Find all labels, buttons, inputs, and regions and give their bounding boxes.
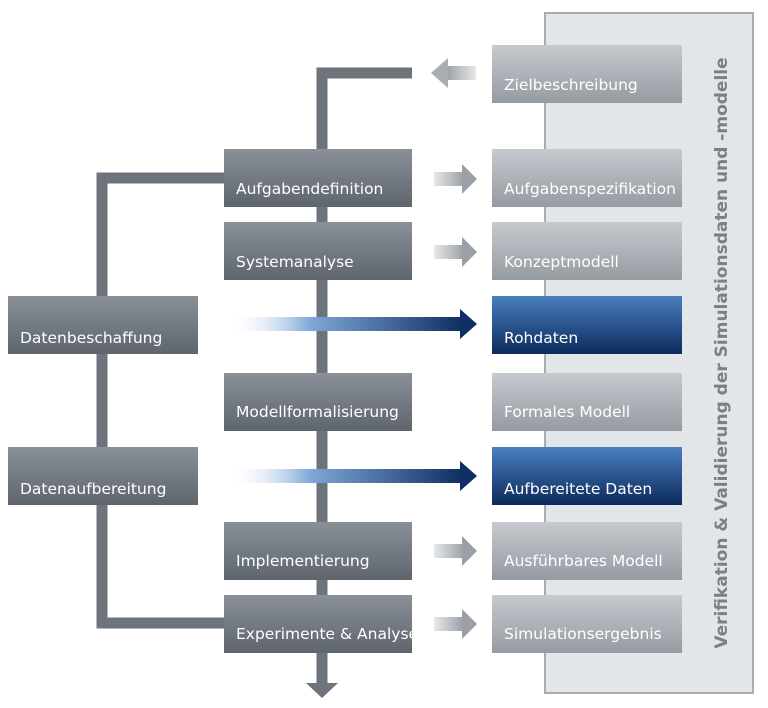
result-label: Aufbereitete Daten — [504, 480, 652, 498]
step-label: Systemanalyse — [236, 253, 354, 271]
result-label: Simulationsergebnis — [504, 625, 662, 643]
process-step-implementierung: Implementierung — [224, 522, 412, 580]
step-label: Datenaufbereitung — [20, 480, 166, 498]
result-label: Konzeptmodell — [504, 253, 619, 271]
arrow-zielbeschreibung — [431, 58, 476, 88]
result-label: Zielbeschreibung — [504, 76, 638, 94]
arrow-aufgabenspezifikation — [434, 164, 477, 194]
step-label: Datenbeschaffung — [20, 329, 162, 347]
arrow-rohdaten — [228, 309, 477, 339]
result-label: Rohdaten — [504, 329, 578, 347]
step-label: Implementierung — [236, 552, 370, 570]
process-step-systemanalyse: Systemanalyse — [224, 222, 412, 280]
data-flow-connector — [96, 172, 226, 629]
data-step-datenbeschaffung: Datenbeschaffung — [8, 296, 198, 354]
arrow-konzeptmodell — [434, 237, 477, 267]
result-formales-modell: Formales Modell — [492, 373, 682, 431]
result-rohdaten: Rohdaten — [492, 296, 682, 354]
flow-end-arrow — [306, 683, 338, 698]
arrow-simulationsergebnis — [434, 609, 477, 639]
result-konzeptmodell: Konzeptmodell — [492, 222, 682, 280]
result-ausfuehrbares-modell: Ausführbares Modell — [492, 522, 682, 580]
result-label: Aufgabenspezifikation — [504, 180, 676, 198]
result-simulationsergebnis: Simulationsergebnis — [492, 595, 682, 653]
process-step-aufgabendefinition: Aufgabendefinition — [224, 149, 412, 207]
verification-label: Verifikation & Validierung der Simulatio… — [712, 57, 732, 648]
arrow-aufbereitete-daten — [228, 461, 477, 491]
result-label: Ausführbares Modell — [504, 552, 663, 570]
step-label: Experimente & Analyse — [236, 625, 418, 643]
step-label: Aufgabendefinition — [236, 180, 383, 198]
data-step-datenaufbereitung: Datenaufbereitung — [8, 447, 198, 505]
result-zielbeschreibung: Zielbeschreibung — [492, 45, 682, 103]
result-aufbereitete-daten: Aufbereitete Daten — [492, 447, 682, 505]
result-label: Formales Modell — [504, 403, 630, 421]
process-step-modellformalisierung: Modellformalisierung — [224, 373, 412, 431]
arrow-ausfuehrbares-modell — [434, 536, 477, 566]
step-label: Modellformalisierung — [236, 403, 399, 421]
result-aufgabenspezifikation: Aufgabenspezifikation — [492, 149, 682, 207]
process-step-experimente: Experimente & Analyse — [224, 595, 418, 653]
